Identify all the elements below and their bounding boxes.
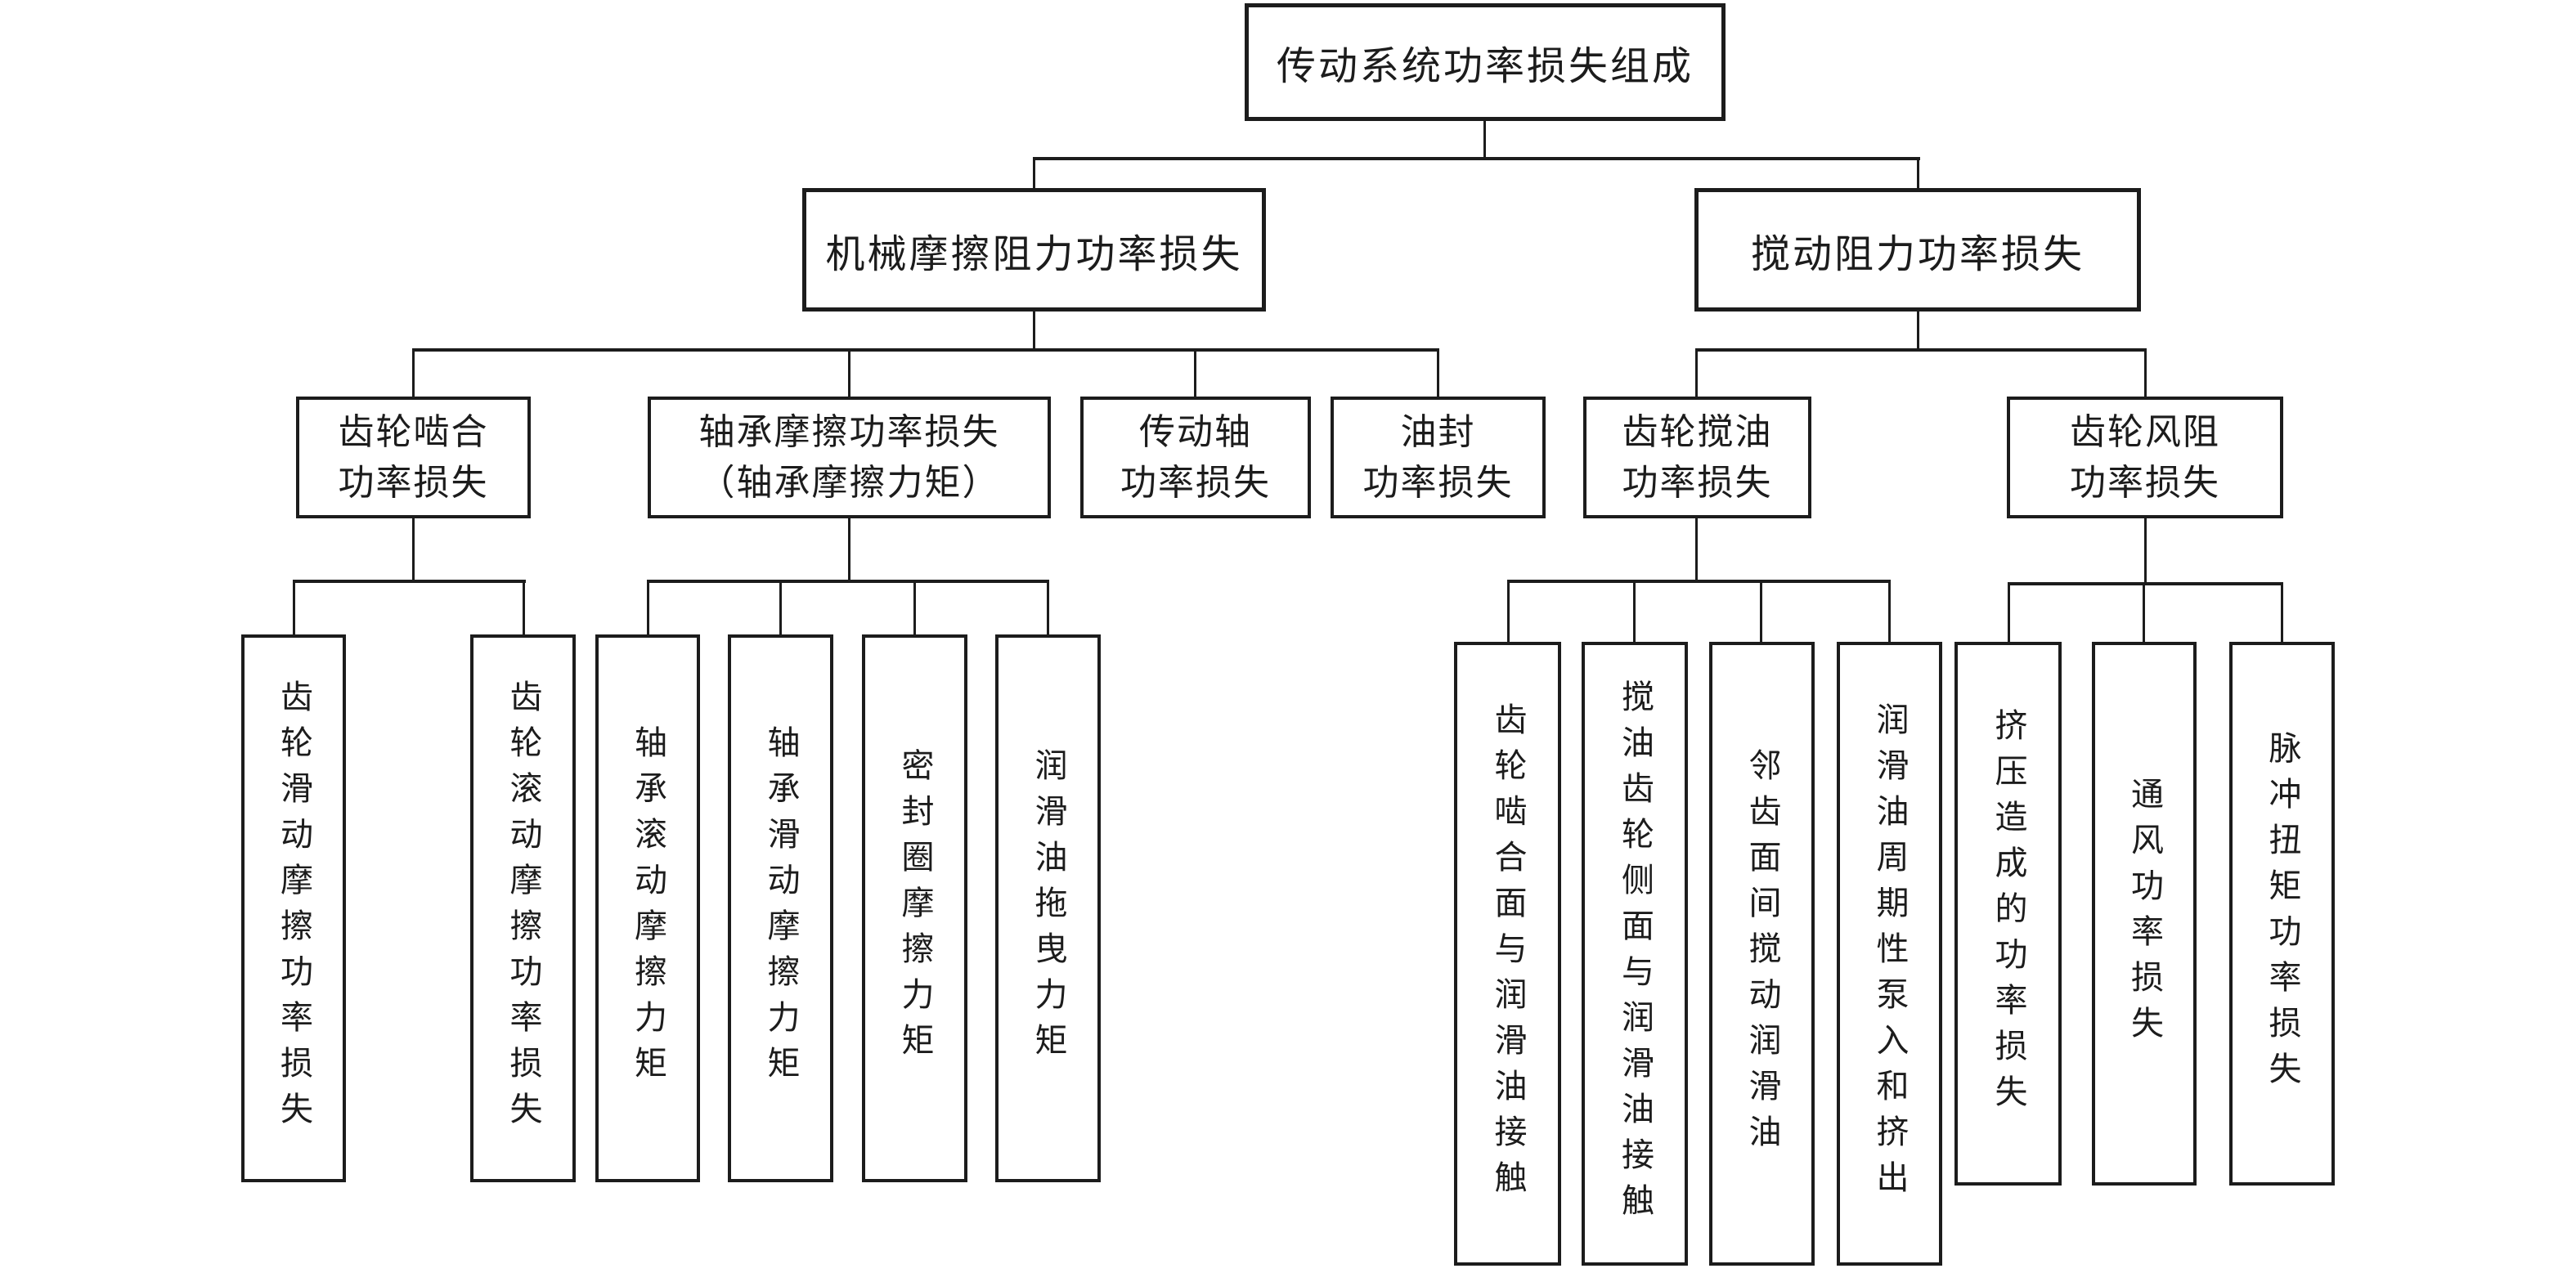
- node-gear-mesh-power-loss: 齿轮啮合 功率损失: [296, 397, 531, 518]
- connector-line: [412, 518, 415, 581]
- connector-line: [1760, 581, 1762, 643]
- connector-line: [1033, 157, 1920, 160]
- connector-line: [1633, 581, 1636, 643]
- leaf-label: 邻齿面间搅动润滑油: [1744, 747, 1781, 1160]
- connector-line: [523, 581, 525, 636]
- node-drive-shaft-power-loss: 传动轴 功率损失: [1080, 397, 1311, 518]
- connector-line: [1033, 312, 1035, 350]
- connector-line: [1695, 350, 1698, 398]
- connector-line: [293, 580, 526, 583]
- node-mechanical-friction-loss: 机械摩擦阻力功率损失: [802, 188, 1266, 312]
- connector-line: [2008, 582, 2283, 585]
- node-root-power-loss-composition: 传动系统功率损失组成: [1245, 3, 1726, 121]
- leaf-seal-ring-friction-torque: 密封圈摩擦力矩: [862, 634, 967, 1182]
- leaf-pulse-torque-power-loss: 脉冲扭矩功率损失: [2229, 642, 2335, 1186]
- leaf-lube-oil-drag-torque: 润滑油拖曳力矩: [995, 634, 1101, 1182]
- node-label: 机械摩擦阻力功率损失: [825, 232, 1243, 276]
- leaf-label: 齿轮滑动摩擦功率损失: [276, 679, 312, 1137]
- node-label-line1: 轴承摩擦功率损失: [698, 411, 1000, 452]
- connector-line: [293, 581, 295, 636]
- node-label-line1: 齿轮风阻: [2070, 411, 2220, 452]
- leaf-gear-side-oil-contact: 搅油齿轮侧面与润滑油接触: [1582, 642, 1688, 1266]
- node-label-line2: 功率损失: [1120, 462, 1271, 503]
- leaf-label: 润滑油周期性泵入和挤出: [1871, 701, 1909, 1206]
- leaf-label: 齿轮滚动摩擦功率损失: [505, 679, 542, 1137]
- connector-line: [779, 581, 782, 636]
- connector-line: [848, 518, 850, 581]
- connector-line: [412, 348, 1439, 352]
- connector-line: [2144, 350, 2147, 398]
- leaf-label: 挤压造成的功率损失: [1990, 707, 2027, 1120]
- connector-line: [647, 581, 649, 636]
- node-label: 搅动阻力功率损失: [1750, 232, 2085, 276]
- node-label-line1: 齿轮啮合: [338, 411, 489, 452]
- node-churning-resistance-loss: 搅动阻力功率损失: [1694, 188, 2141, 312]
- connector-line: [647, 580, 1049, 583]
- connector-line: [1507, 580, 1891, 583]
- connector-line: [1917, 157, 1919, 190]
- leaf-label: 搅油齿轮侧面与润滑油接触: [1617, 679, 1654, 1229]
- connector-line: [1194, 350, 1196, 398]
- node-label-line2: 功率损失: [338, 462, 489, 503]
- node-label-line1: 油封: [1400, 411, 1476, 452]
- leaf-squeeze-caused-power-loss: 挤压造成的功率损失: [1954, 642, 2062, 1186]
- connector-line: [1047, 581, 1049, 636]
- leaf-oil-periodic-pumping-squeezing: 润滑油周期性泵入和挤出: [1837, 642, 1942, 1266]
- connector-line: [2281, 584, 2283, 643]
- connector-line: [412, 350, 415, 398]
- leaf-label: 轴承滚动摩擦力矩: [630, 725, 666, 1091]
- leaf-bearing-rolling-friction-torque: 轴承滚动摩擦力矩: [595, 634, 700, 1182]
- node-bearing-friction-power-loss: 轴承摩擦功率损失 （轴承摩擦力矩）: [648, 397, 1051, 518]
- node-label-line2: 功率损失: [1622, 462, 1773, 503]
- node-gear-oil-churning-power-loss: 齿轮搅油 功率损失: [1583, 397, 1811, 518]
- connector-line: [913, 581, 916, 636]
- connector-line: [1507, 581, 1510, 643]
- leaf-label: 脉冲扭矩功率损失: [2264, 730, 2301, 1097]
- connector-line: [2008, 584, 2010, 643]
- node-label-line2: 功率损失: [2070, 462, 2220, 503]
- node-label: 传动系统功率损失组成: [1276, 45, 1694, 88]
- connector-line: [1888, 581, 1891, 643]
- node-oil-seal-power-loss: 油封 功率损失: [1331, 397, 1546, 518]
- connector-line: [1695, 518, 1698, 581]
- connector-line: [2143, 584, 2145, 643]
- leaf-mesh-surface-oil-contact: 齿轮啮合面与润滑油接触: [1454, 642, 1561, 1266]
- connector-line: [1437, 350, 1439, 398]
- leaf-label: 通风功率损失: [2126, 776, 2163, 1051]
- node-label-line2: 功率损失: [1362, 462, 1514, 503]
- leaf-bearing-sliding-friction-torque: 轴承滑动摩擦力矩: [728, 634, 833, 1182]
- node-gear-windage-power-loss: 齿轮风阻 功率损失: [2007, 397, 2283, 518]
- connector-line: [1917, 312, 1919, 350]
- leaf-gear-rolling-friction-loss: 齿轮滚动摩擦功率损失: [470, 634, 576, 1182]
- connector-line: [1033, 157, 1035, 190]
- leaf-label: 轴承滑动摩擦力矩: [762, 725, 800, 1091]
- node-label-line1: 齿轮搅油: [1622, 411, 1773, 452]
- leaf-adjacent-teeth-oil-churning: 邻齿面间搅动润滑油: [1709, 642, 1815, 1266]
- connector-line: [1695, 348, 2147, 352]
- leaf-label: 密封圈摩擦力矩: [896, 748, 934, 1069]
- node-label-line1: 传动轴: [1139, 411, 1252, 452]
- connector-line: [2144, 518, 2147, 585]
- connector-line: [1483, 121, 1486, 160]
- connector-line: [848, 350, 850, 398]
- node-label-line2: （轴承摩擦力矩）: [698, 462, 1000, 503]
- leaf-gear-sliding-friction-loss: 齿轮滑动摩擦功率损失: [241, 634, 346, 1182]
- leaf-ventilation-power-loss: 通风功率损失: [2092, 642, 2197, 1186]
- leaf-label: 齿轮啮合面与润滑油接触: [1489, 701, 1527, 1206]
- leaf-label: 润滑油拖曳力矩: [1030, 748, 1067, 1069]
